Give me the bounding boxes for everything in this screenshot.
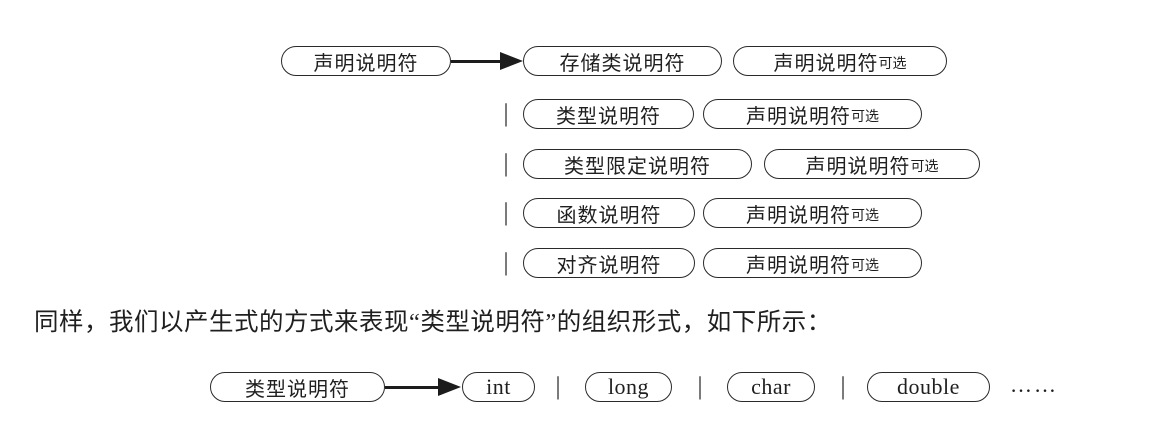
pill-declaration-specifier-optional: 声明说明符可选 [764,149,980,179]
pill-char: char [727,372,815,402]
pill-type-specifier-lhs: 类型说明符 [210,372,385,402]
pill-label: 类型说明符 [245,378,350,401]
pill-label: long [607,374,650,399]
alternative-separator: | [503,249,509,276]
alternative-separator: | [840,373,846,400]
pill-label: 类型说明符 [556,105,661,128]
pill-type-qualifier-specifier: 类型限定说明符 [523,149,752,179]
arrow-shaft [451,60,503,63]
pill-label: double [897,374,960,399]
pill-label: 声明说明符 [746,105,851,128]
alternative-separator: | [503,199,509,226]
pill-int: int [462,372,535,402]
pill-label: 存储类说明符 [559,52,686,75]
pill-label: 类型限定说明符 [564,155,711,178]
ellipsis-more-alternatives: …… [1010,372,1058,397]
alternative-separator: | [555,373,561,400]
pill-subscript: 可选 [878,57,907,72]
pill-declaration-specifier-optional: 声明说明符可选 [703,198,922,228]
pill-subscript: 可选 [851,110,879,125]
pill-label: int [486,374,511,399]
arrow-shaft [385,386,440,389]
arrow-head-icon [500,52,523,70]
pill-double: double [867,372,990,402]
pill-label: 对齐说明符 [556,254,662,277]
pill-label: char [751,374,791,399]
pill-label: 声明说明符 [773,52,879,75]
alternative-separator: | [697,373,703,400]
arrow-head-icon [438,378,461,396]
pill-function-specifier: 函数说明符 [523,198,695,228]
body-text: 同样，我们以产生式的方式来表现“类型说明符”的组织形式，如下所示： [34,309,832,336]
pill-long: long [585,372,672,402]
pill-declaration-specifier-optional: 声明说明符可选 [703,248,922,278]
alternative-separator: | [503,100,509,127]
pill-subscript: 可选 [851,259,879,274]
pill-label: 声明说明符 [746,204,851,227]
pill-label: 声明说明符 [313,52,419,75]
alternative-separator: | [503,150,509,177]
pill-subscript: 可选 [851,209,879,224]
pill-subscript: 可选 [910,160,939,175]
pill-declaration-specifier: 声明说明符 [281,46,451,76]
pill-declaration-specifier-optional: 声明说明符可选 [703,99,922,129]
pill-storage-class-specifier: 存储类说明符 [523,46,722,76]
pill-label: 函数说明符 [556,204,662,227]
pill-label: 声明说明符 [805,155,911,178]
pill-type-specifier: 类型说明符 [523,99,694,129]
pill-alignment-specifier: 对齐说明符 [523,248,695,278]
pill-declaration-specifier-optional: 声明说明符可选 [733,46,947,76]
pill-label: 声明说明符 [746,254,851,277]
